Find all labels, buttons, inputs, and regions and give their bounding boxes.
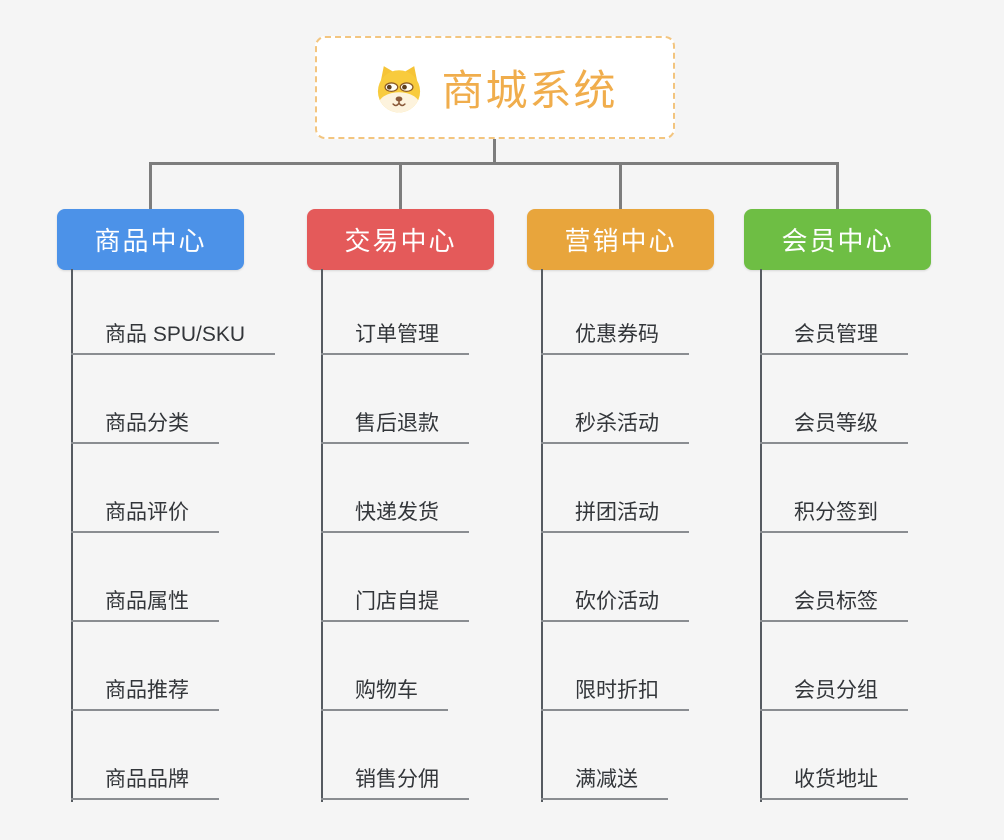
branch-node-marketing-center[interactable]: 营销中心 xyxy=(527,209,714,270)
leaf-node[interactable]: 销售分佣 xyxy=(321,762,469,800)
leaf-node[interactable]: 满减送 xyxy=(541,762,668,800)
leaf-node[interactable]: 门店自提 xyxy=(321,584,469,622)
leaf-node[interactable]: 会员标签 xyxy=(760,584,908,622)
connector-drop-marketing xyxy=(619,162,622,210)
branch-node-trade-center[interactable]: 交易中心 xyxy=(307,209,494,270)
leaf-node[interactable]: 商品品牌 xyxy=(71,762,219,800)
leaf-node[interactable]: 会员等级 xyxy=(760,406,908,444)
connector-drop-product xyxy=(149,162,152,210)
connector-root-stub xyxy=(493,138,496,164)
connector-spine-product xyxy=(71,269,73,802)
leaf-node[interactable]: 购物车 xyxy=(321,673,448,711)
connector-spine-trade xyxy=(321,269,323,802)
connector-spine-member xyxy=(760,269,762,802)
leaf-node[interactable]: 秒杀活动 xyxy=(541,406,689,444)
leaf-node[interactable]: 砍价活动 xyxy=(541,584,689,622)
shiba-dog-icon xyxy=(372,61,426,115)
root-node[interactable]: 商城系统 xyxy=(315,36,675,139)
leaf-node[interactable]: 订单管理 xyxy=(321,317,469,355)
leaf-node[interactable]: 商品 SPU/SKU xyxy=(71,317,276,355)
leaf-node[interactable]: 优惠券码 xyxy=(541,317,689,355)
leaf-node[interactable]: 会员分组 xyxy=(760,673,908,711)
leaf-node[interactable]: 商品分类 xyxy=(71,406,219,444)
leaf-node[interactable]: 商品推荐 xyxy=(71,673,219,711)
leaf-node[interactable]: 快递发货 xyxy=(321,495,469,533)
leaf-node[interactable]: 商品评价 xyxy=(71,495,219,533)
leaf-node[interactable]: 收货地址 xyxy=(760,762,908,800)
leaf-node[interactable]: 商品属性 xyxy=(71,584,219,622)
leaf-node[interactable]: 拼团活动 xyxy=(541,495,689,533)
connector-drop-member xyxy=(836,162,839,210)
leaf-node[interactable]: 售后退款 xyxy=(321,406,469,444)
connector-spine-marketing xyxy=(541,269,543,802)
branch-node-member-center[interactable]: 会员中心 xyxy=(744,209,931,270)
root-label: 商城系统 xyxy=(441,67,618,114)
leaf-node[interactable]: 积分签到 xyxy=(760,495,908,533)
connector-drop-trade xyxy=(399,162,402,210)
leaf-node[interactable]: 会员管理 xyxy=(760,317,908,355)
branch-node-product-center[interactable]: 商品中心 xyxy=(57,209,244,270)
leaf-node[interactable]: 限时折扣 xyxy=(541,673,689,711)
connector-horizontal-bar xyxy=(149,162,839,165)
